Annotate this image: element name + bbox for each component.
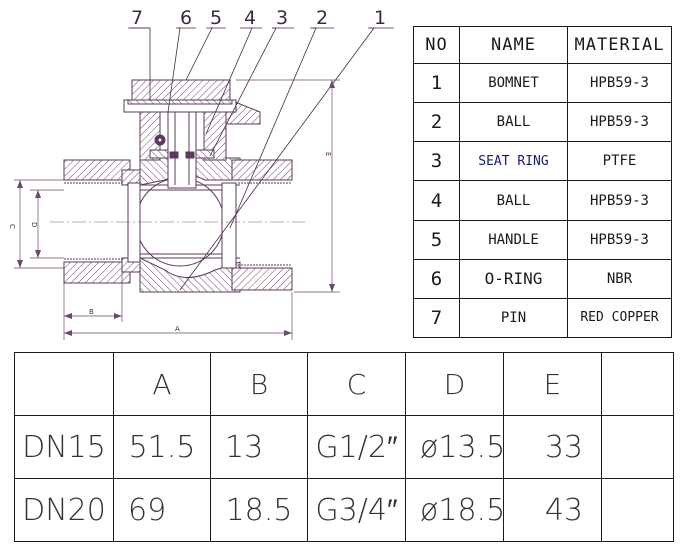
part-name: BOMNET (459, 63, 568, 104)
part-material: RED COPPER (567, 297, 672, 339)
right-body-wall-bottom (231, 267, 293, 291)
callout-2: 2 (316, 7, 328, 29)
dim-a: 51.5 (113, 415, 211, 479)
dim-label-e: E (324, 152, 332, 156)
table-row: 2 BALL HPB59-3 (413, 102, 672, 143)
dim-label-d: D (30, 222, 38, 227)
right-body-wall-top (231, 159, 293, 181)
dim-label-b: B (89, 308, 94, 316)
header-e: E (503, 352, 602, 416)
dimension-table: A B C D E DN15 51.5 13 G1/2″ ø13.5 33 DN… (14, 352, 674, 542)
part-material: HPB59-3 (567, 102, 672, 143)
table-row: 6 O-RING NBR (413, 258, 672, 299)
part-no: 4 (413, 180, 460, 221)
callout-3: 3 (276, 7, 288, 29)
seat-ring-left (127, 182, 141, 263)
dim-a: 69 (113, 478, 211, 542)
part-name: BALL (459, 180, 568, 221)
header-d: D (405, 352, 504, 416)
part-name: BALL (459, 102, 568, 143)
stem (167, 111, 197, 189)
dim-b: 18.5 (210, 478, 308, 542)
header-extra (601, 352, 674, 416)
dim-label-a: A (175, 325, 180, 333)
dim-e: 33 (503, 415, 602, 479)
parts-header-row: NO NAME MATERIAL (413, 25, 672, 65)
dim-label-c: C (8, 224, 16, 229)
dim-c: G1/2″ (307, 415, 406, 479)
dim-extra (601, 415, 674, 479)
table-row: 4 BALL HPB59-3 (413, 180, 672, 221)
left-body-wall-bottom (63, 261, 131, 284)
dim-e: 43 (503, 478, 602, 542)
table-row: 3 SEAT RING PTFE (413, 141, 672, 182)
parts-material-table: NO NAME MATERIAL 1 BOMNET HPB59-3 2 BALL… (413, 25, 672, 339)
dim-b: 13 (210, 415, 308, 479)
table-row: 7 PIN RED COPPER (413, 297, 672, 339)
part-no: 7 (413, 297, 460, 339)
part-name: O-RING (459, 258, 568, 299)
valve-section-drawing: 7 6 5 4 3 2 1 (8, 7, 394, 340)
table-row: DN20 69 18.5 G3/4″ ø18.5 43 (14, 478, 674, 542)
size: DN20 (14, 478, 114, 542)
header-name: NAME (459, 25, 568, 65)
callout-1: 1 (374, 7, 386, 29)
size: DN15 (14, 415, 114, 479)
part-name: HANDLE (459, 219, 568, 260)
part-no: 3 (413, 141, 460, 182)
header-empty (14, 352, 114, 416)
dim-c: G3/4″ (307, 478, 406, 542)
table-row: 5 HANDLE HPB59-3 (413, 219, 672, 260)
part-name: SEAT RING (459, 141, 568, 182)
part-no: 1 (413, 63, 460, 104)
seat-ring-right (221, 182, 237, 269)
header-a: A (113, 352, 211, 416)
part-material: NBR (567, 258, 672, 299)
part-material: HPB59-3 (567, 180, 672, 221)
left-body-wall-top (63, 159, 131, 181)
part-material: HPB59-3 (567, 63, 672, 104)
header-no: NO (413, 25, 460, 65)
table-row: 1 BOMNET HPB59-3 (413, 63, 672, 104)
callout-6: 6 (180, 7, 192, 29)
callout-4: 4 (244, 7, 256, 29)
part-no: 5 (413, 219, 460, 260)
header-c: C (307, 352, 406, 416)
dim-d: ø13.5 (405, 415, 505, 479)
part-name: PIN (459, 297, 568, 339)
header-material: MATERIAL (567, 25, 672, 65)
part-material: PTFE (567, 141, 672, 182)
dims-header-row: A B C D E (14, 352, 674, 416)
table-row: DN15 51.5 13 G1/2″ ø13.5 33 (14, 415, 674, 479)
callout-7: 7 (131, 7, 143, 29)
dim-d: ø18.5 (405, 478, 505, 542)
part-material: HPB59-3 (567, 219, 672, 260)
callout-5: 5 (210, 7, 222, 29)
part-no: 6 (413, 258, 460, 299)
part-no: 2 (413, 102, 460, 143)
dim-extra (601, 478, 674, 542)
header-b: B (210, 352, 308, 416)
